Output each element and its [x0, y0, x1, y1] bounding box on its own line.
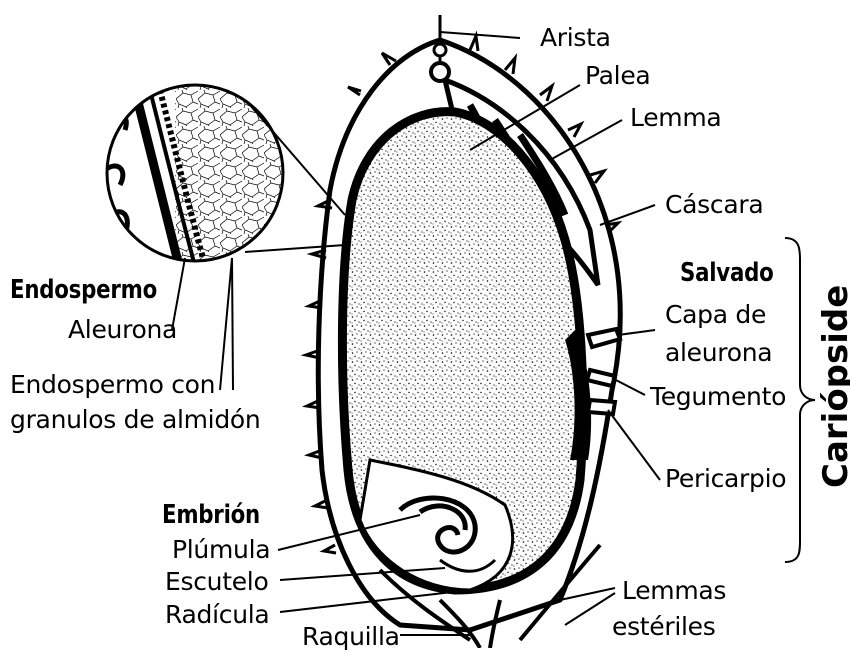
- label-tegumento: Tegumento: [650, 382, 786, 412]
- leader-lemmas-esteriles: [560, 588, 615, 625]
- label-lemma: Lemma: [630, 103, 721, 133]
- label-cascara: Cáscara: [665, 190, 763, 220]
- label-endospermo-almidon-2: granulos de almidón: [10, 405, 260, 435]
- leader-endospermo-almidon: [220, 258, 233, 390]
- leader-cascara: [600, 205, 655, 225]
- label-palea: Palea: [585, 61, 650, 91]
- leader-tegumento: [612, 378, 645, 395]
- label-radicula: Radícula: [165, 600, 269, 630]
- label-salvado: Salvado: [680, 258, 774, 288]
- label-endospermo: Endospermo: [10, 275, 157, 305]
- label-pericarpio: Pericarpio: [665, 464, 786, 494]
- label-capa-de-aleurona-1: Capa de: [665, 300, 766, 330]
- label-lemmas-esteriles-2: estériles: [612, 612, 715, 642]
- label-lemmas-esteriles-1: Lemmas: [622, 576, 726, 606]
- arista-tip: [431, 15, 449, 81]
- cariopside-brace: [785, 238, 815, 562]
- leader-capa-aleurona: [618, 330, 655, 335]
- label-escutelo: Escutelo: [165, 567, 268, 597]
- label-aleurona: Aleurona: [68, 315, 177, 345]
- label-endospermo-almidon-1: Endospermo con: [10, 370, 215, 400]
- label-plumula: Plúmula: [172, 535, 270, 565]
- label-cariopside: Cariópside: [816, 308, 850, 488]
- leader-pericarpio: [608, 410, 660, 480]
- zoom-detail-circle: [100, 80, 345, 270]
- label-embrion: Embrión: [162, 500, 260, 530]
- label-arista: Arista: [540, 23, 611, 53]
- label-capa-de-aleurona-2: aleurona: [665, 338, 772, 368]
- leader-arista: [440, 32, 520, 38]
